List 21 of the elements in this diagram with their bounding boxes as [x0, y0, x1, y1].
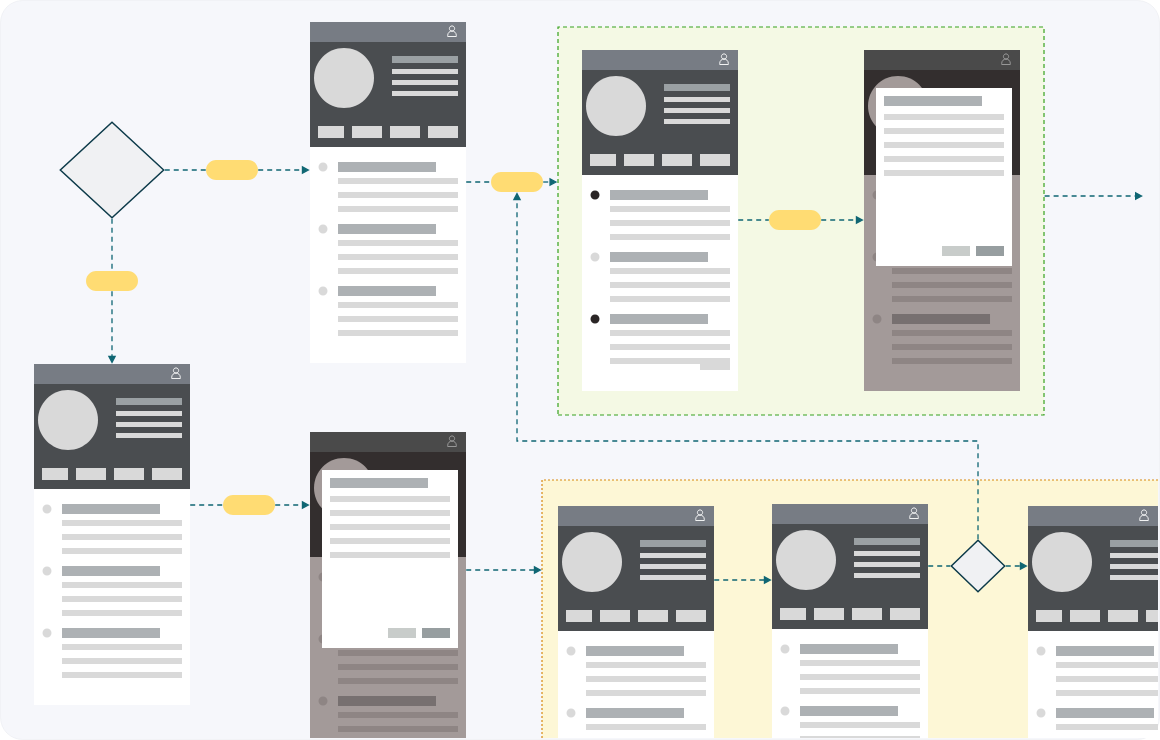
connector-line	[189, 504, 224, 506]
label-pill	[86, 271, 138, 291]
phone-screen-drawing	[310, 22, 466, 363]
label-pill	[223, 495, 275, 515]
label-pill	[769, 210, 821, 230]
phone-screen-drawing	[772, 504, 928, 738]
phone-screen-drawing	[310, 432, 466, 738]
label-pill	[206, 160, 258, 180]
decision-diamond	[59, 121, 165, 219]
connector-line	[927, 565, 951, 567]
phone-screen-drawing	[864, 50, 1020, 391]
phone-screen-drawing	[582, 50, 738, 391]
connector-line	[737, 219, 770, 221]
connector-line	[111, 218, 113, 272]
connector-line	[164, 169, 207, 171]
phone-screen-drawing	[1028, 506, 1158, 738]
phone-screen-drawing	[558, 506, 714, 738]
connector-line	[465, 181, 492, 183]
decision-diamond	[950, 539, 1006, 593]
label-pill	[491, 172, 543, 192]
phone-screen-drawing	[34, 364, 190, 705]
